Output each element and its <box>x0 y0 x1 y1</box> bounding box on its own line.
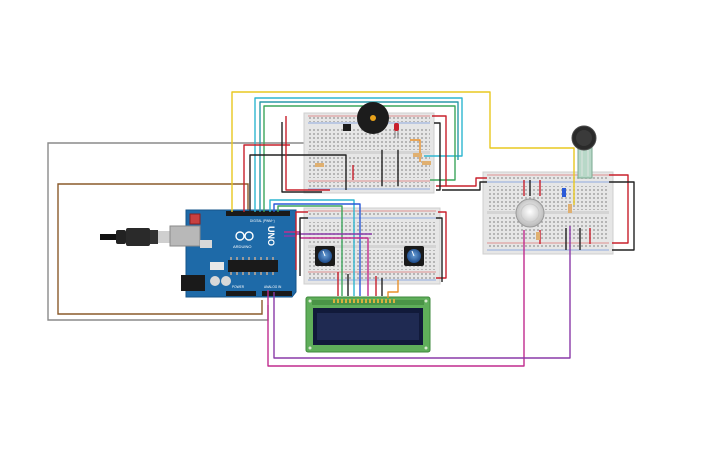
analog-header <box>262 291 292 296</box>
yellow-wire[interactable] <box>231 91 575 212</box>
brown-wire[interactable] <box>57 183 263 315</box>
cyan-wire-2[interactable] <box>269 199 355 296</box>
arduino-logo <box>235 231 254 241</box>
resistor-right-1 <box>562 188 566 197</box>
resistor-top-2 <box>413 153 422 157</box>
black-wire-right-top[interactable] <box>434 122 441 191</box>
microcontroller-chip <box>228 260 278 272</box>
board-model-label: UNO <box>266 226 276 246</box>
orange-wire-lcd[interactable] <box>387 280 399 298</box>
digital-header <box>226 211 290 216</box>
red-led[interactable] <box>394 123 399 138</box>
blue-wire[interactable] <box>273 203 361 296</box>
breadboard-middle <box>303 207 441 285</box>
wires <box>231 91 635 367</box>
resistor-top-1 <box>315 163 324 167</box>
red-wire-top[interactable] <box>243 144 290 212</box>
red-wire-bridge[interactable] <box>446 177 487 187</box>
reset-button[interactable] <box>189 213 201 225</box>
purple-wire-long[interactable] <box>273 226 571 359</box>
black-wire-mid[interactable] <box>299 217 308 276</box>
resistor-top-3 <box>422 161 431 165</box>
digital-label: DIGITAL (PWM~) <box>250 219 275 223</box>
piezo-buzzer[interactable] <box>357 102 389 134</box>
analog-label: ANALOG IN <box>264 285 282 289</box>
cyan-wire-1[interactable] <box>254 97 463 212</box>
board-brand-label: ARDUINO <box>233 244 251 249</box>
green-wire-mid[interactable] <box>277 205 343 296</box>
red-wire-right-edge[interactable] <box>609 174 629 244</box>
red-wire-top-2[interactable] <box>285 116 330 191</box>
teal-wire[interactable] <box>259 101 459 212</box>
breadboard-right <box>482 171 614 255</box>
resistor-right-3 <box>536 232 540 240</box>
usb-cable <box>100 228 170 246</box>
black-wire-right-edge[interactable] <box>609 181 635 251</box>
force-sensor[interactable] <box>571 125 597 179</box>
red-wire-right-mid[interactable] <box>436 211 447 279</box>
lcd-16x2[interactable] <box>305 296 431 353</box>
magenta-wire-long[interactable] <box>267 230 525 367</box>
red-wire-right-top[interactable] <box>432 115 447 187</box>
black-wire-bridge[interactable] <box>442 181 487 191</box>
potentiometer-left[interactable] <box>315 246 335 266</box>
usb-port <box>169 225 201 247</box>
power-jack <box>181 275 205 291</box>
buzzer-chip <box>343 124 351 131</box>
power-header <box>226 291 256 296</box>
lcd-pins <box>333 299 395 303</box>
black-wire-top[interactable] <box>249 154 347 212</box>
arduino-uno[interactable]: UNO ARDUINO DIGITAL (PWM~) POWER ANALOG … <box>169 209 297 298</box>
potentiometer-right[interactable] <box>404 246 424 266</box>
red-wire-mid[interactable] <box>295 211 308 270</box>
black-wire-top-2[interactable] <box>281 122 322 193</box>
gas-sensor[interactable] <box>515 198 545 228</box>
black-wire-right-mid[interactable] <box>436 217 443 282</box>
power-label: POWER <box>232 285 245 289</box>
resistor-right-2 <box>568 204 572 213</box>
